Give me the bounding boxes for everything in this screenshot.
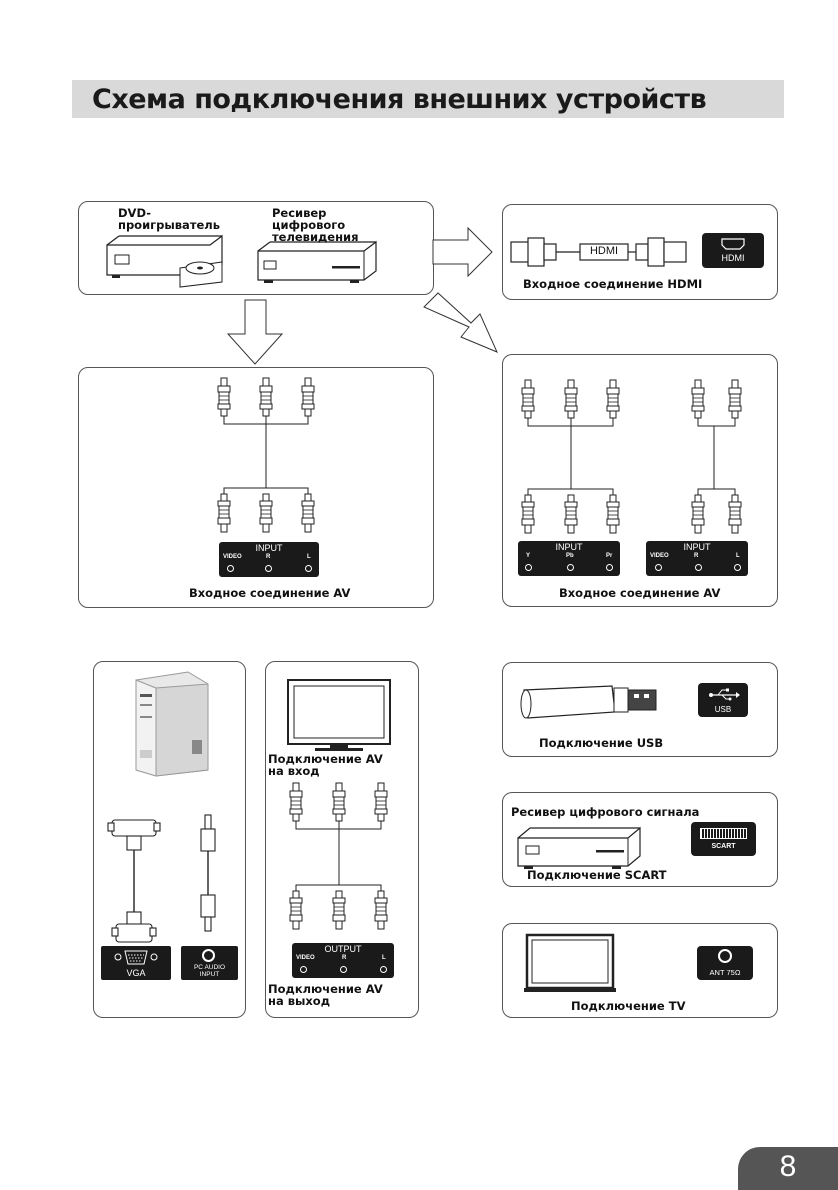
- pc-audio-label-1: PC AUDIO: [193, 964, 226, 971]
- vga-port: VGA: [101, 946, 171, 980]
- usb-stick-icon: [520, 685, 657, 719]
- port-label: VIDEO: [296, 955, 315, 961]
- port-label: L: [736, 553, 740, 559]
- panel-title: INPUT: [555, 542, 583, 552]
- arrow-down: [226, 299, 284, 365]
- vga-label: VGA: [126, 968, 146, 978]
- av-io-cables: [289, 782, 388, 929]
- usb-label: USB: [714, 705, 732, 714]
- rca-jack: [695, 564, 702, 571]
- page-number-tab: [738, 1147, 838, 1190]
- port-label: L: [307, 554, 311, 560]
- rca-jack: [305, 565, 312, 572]
- rca-jack: [380, 966, 387, 973]
- av-right-component-panel: INPUT Y Pb Pr: [518, 541, 620, 576]
- rca-jack: [655, 564, 662, 571]
- scart-connector-icon: [700, 828, 747, 839]
- port-label: VIDEO: [223, 554, 242, 560]
- scart-port: SCART: [691, 822, 756, 856]
- tv-caption: Подключение TV: [571, 999, 686, 1013]
- arrow-diagonal: [423, 292, 498, 353]
- antenna-label: ANT 75Ω: [709, 968, 741, 977]
- page-number: 8: [779, 1150, 797, 1183]
- av-input-caption: Подключение AV на вход: [268, 752, 383, 778]
- av-right-composite-panel: INPUT VIDEO R L: [646, 541, 748, 576]
- hdmi-port-label: HDMI: [721, 253, 745, 263]
- tv-receiver-icon: [257, 240, 377, 283]
- pc-audio-label-2: INPUT: [199, 971, 220, 978]
- title-bar: [72, 80, 784, 118]
- rca-jack: [340, 966, 347, 973]
- tv-icon: [524, 933, 616, 992]
- av-left-caption: Входное соединение AV: [189, 586, 351, 600]
- pc-tower-icon: [135, 671, 209, 777]
- hdmi-port-icon: [721, 238, 745, 250]
- panel-title: INPUT: [255, 543, 283, 553]
- dvd-player-icon: [106, 234, 223, 288]
- panel-title: INPUT: [683, 542, 711, 552]
- scart-label: SCART: [711, 843, 736, 850]
- hdmi-cable-icon: [510, 237, 687, 267]
- av-left-cables: [217, 377, 315, 532]
- antenna-port: ANT 75Ω: [697, 946, 753, 980]
- rca-jack: [227, 565, 234, 572]
- page-title: Схема подключения внешних устройств: [92, 84, 707, 115]
- dvd-label: DVD-проигрыватель: [118, 206, 220, 232]
- vga-cable-icon: [107, 819, 161, 943]
- antenna-jack-icon: [718, 949, 732, 963]
- port-label: R: [266, 554, 271, 560]
- hdmi-cable-label: HDMI: [589, 245, 619, 257]
- usb-port: USB: [698, 683, 748, 717]
- panel-title: OUTPUT: [324, 944, 362, 954]
- rca-jack: [606, 564, 613, 571]
- receiver-label: Ресивер цифрового телевидения: [272, 206, 359, 244]
- jack-icon: [202, 949, 215, 962]
- av-right-caption: Входное соединение AV: [559, 586, 721, 600]
- port-label: Y: [526, 553, 531, 559]
- scart-receiver-icon: [517, 826, 641, 869]
- port-label: R: [694, 553, 699, 559]
- port-label: VIDEO: [650, 553, 669, 559]
- scart-receiver-label: Ресивер цифрового сигнала: [511, 805, 700, 819]
- usb-symbol-icon: [709, 688, 740, 701]
- av-left-input-panel: INPUT VIDEO R L: [219, 542, 319, 577]
- vga-port-icon: [114, 950, 158, 965]
- port-label: R: [342, 955, 347, 961]
- hdmi-port: HDMI: [702, 233, 764, 268]
- usb-caption: Подключение USB: [539, 736, 664, 750]
- port-label: Pr: [606, 553, 613, 559]
- av-output-panel: OUTPUT VIDEO R L: [292, 943, 394, 978]
- scart-caption: Подключение SCART: [527, 868, 667, 882]
- port-label: Pb: [566, 553, 574, 559]
- rca-jack: [567, 564, 574, 571]
- av-output-caption: Подключение AV на выход: [268, 982, 383, 1008]
- rca-jack: [300, 966, 307, 973]
- arrow-right: [432, 226, 493, 278]
- rca-jack: [265, 565, 272, 572]
- pc-audio-cable-icon: [200, 814, 216, 932]
- hdmi-caption: Входное соединение HDMI: [523, 277, 703, 291]
- port-label: L: [382, 955, 386, 961]
- monitor-icon: [287, 679, 391, 751]
- av-right-cables: [521, 379, 742, 533]
- rca-jack: [734, 564, 741, 571]
- rca-jack: [525, 564, 532, 571]
- pc-audio-port: PC AUDIO INPUT: [181, 946, 238, 980]
